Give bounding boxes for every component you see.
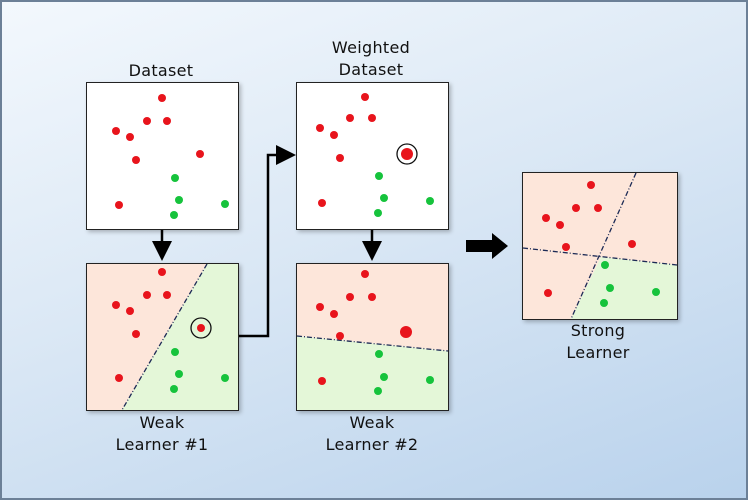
green-region [122, 264, 238, 410]
decision-boundary-2 [523, 247, 677, 266]
misclassified-point [190, 317, 212, 339]
arrow-weak1-to-weighted [238, 145, 296, 338]
green-points [374, 350, 434, 395]
label-weak-learner-1: Weak Learner #1 [115, 413, 209, 454]
red-region [87, 264, 207, 410]
panel-weak-learner-1 [86, 263, 239, 411]
panel-weighted-dataset [296, 82, 449, 230]
panel-strong-learner [522, 172, 678, 320]
red-points [112, 268, 171, 382]
red-region [523, 173, 677, 319]
green-region [297, 336, 448, 410]
panel-dataset [86, 82, 239, 230]
weighted-point [396, 143, 418, 165]
green-points [600, 261, 660, 307]
label-weak-learner-2: Weak Learner #2 [325, 413, 419, 454]
red-points [542, 181, 636, 297]
arrow-to-strong-learner [466, 233, 508, 259]
decision-boundary-1 [570, 173, 637, 319]
label-weighted-dataset: Weighted Dataset [331, 38, 411, 79]
decision-boundary [121, 264, 208, 410]
green-region [571, 257, 677, 319]
panel-weak-learner-2 [296, 263, 449, 411]
green-points [170, 348, 229, 393]
red-points [112, 94, 204, 209]
green-points [374, 172, 434, 217]
label-dataset: Dataset [128, 61, 194, 80]
red-points [316, 93, 376, 207]
red-points [316, 270, 412, 385]
green-points [170, 174, 229, 219]
label-strong-learner: Strong Learner [566, 321, 630, 362]
